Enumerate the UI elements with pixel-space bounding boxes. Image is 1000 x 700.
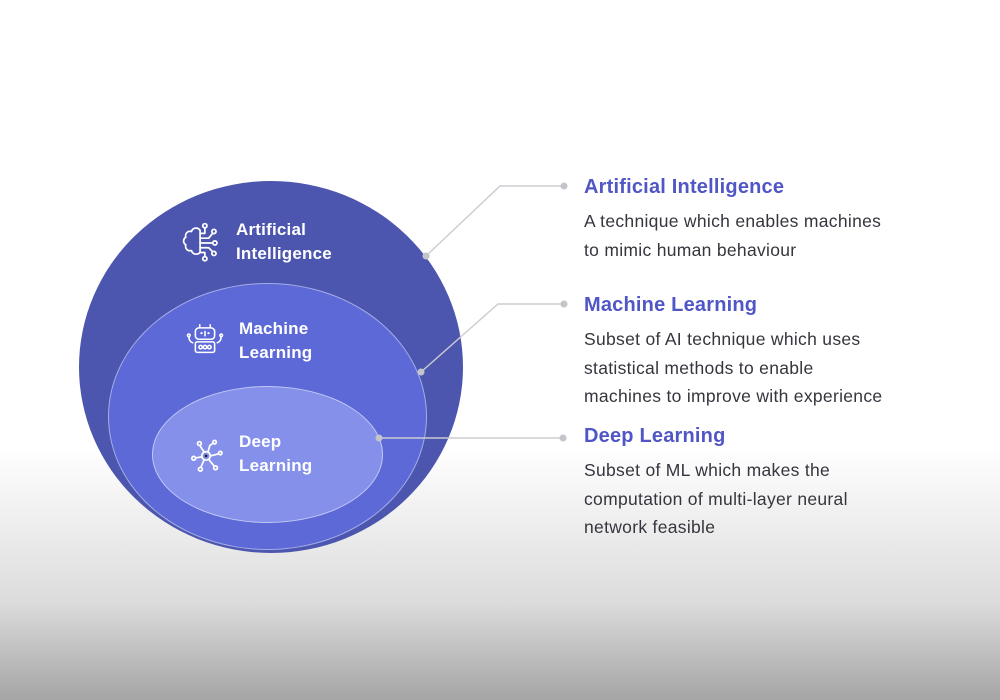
legend-artificial-intelligence: Artificial Intelligence A technique whic… [584,176,954,264]
description-line: Subset of AI technique which uses [584,329,861,349]
connector-dot [560,300,568,308]
ring-label-line: Artificial [236,220,307,239]
legend-machine-learning: Machine Learning Subset of AI technique … [584,294,954,411]
legend-deep-learning: Deep Learning Subset of ML which makes t… [584,425,954,542]
neural-network-icon [188,433,226,475]
description-line: A technique which enables machines [584,211,882,231]
ring-deep-learning [152,386,383,523]
ring-label-line: Intelligence [236,244,332,263]
connector-artificial-intelligence [425,185,562,257]
ring-label-line: Machine [239,319,309,338]
ring-label-line: Learning [239,343,313,362]
legend-heading: Artificial Intelligence [584,176,785,198]
description-line: to mimic human behaviour [584,239,797,260]
description-line: Subset of ML which makes the [584,460,831,480]
ring-label-artificial-intelligence: Artificial Intelligence [181,218,332,266]
description-line: statistical methods to enable [584,357,814,378]
legend-description: A technique which enables machines to mi… [584,207,954,264]
legend-description: Subset of AI technique which uses statis… [584,325,954,411]
legend-heading: Machine Learning [584,294,758,316]
ring-label-line: Learning [239,456,313,475]
connector-dot [559,434,567,442]
ring-label-line: Deep [239,432,282,451]
description-line: network feasible [584,517,716,537]
legend-heading: Deep Learning [584,425,726,447]
connector-dot [560,182,568,190]
ring-label-machine-learning: Machine Learning [184,317,312,365]
robot-icon [184,322,226,360]
description-line: machines to improve with experience [584,386,883,406]
description-line: computation of multi-layer neural [584,488,848,509]
brain-circuit-icon [181,221,223,263]
ring-label-deep-learning: Deep Learning [188,430,312,478]
legend-description: Subset of ML which makes the computation… [584,456,954,542]
